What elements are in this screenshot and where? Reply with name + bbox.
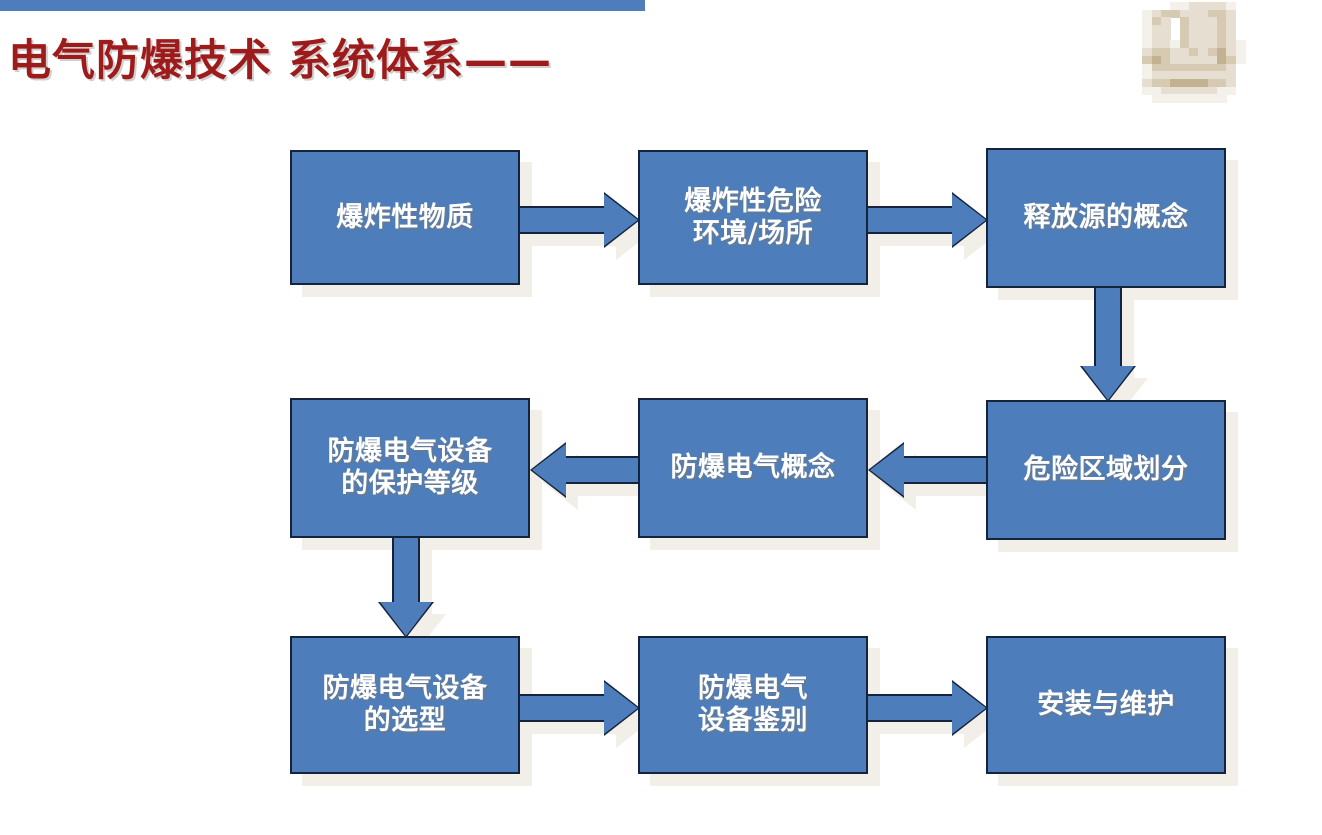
page-title: 电气防爆技术 系统体系—— (8, 36, 552, 86)
flow-node-n8[interactable]: 防爆电气 设备鉴别 (638, 636, 868, 774)
flow-node-n6[interactable]: 危险区域划分 (986, 400, 1226, 540)
arrow-n1-to-n2 (520, 192, 640, 248)
arrow-n6-to-n5 (868, 442, 988, 498)
arrow-n7-to-n8 (520, 680, 640, 736)
top-accent-bar (0, 0, 645, 11)
flow-node-n4[interactable]: 防爆电气设备 的保护等级 (290, 398, 530, 538)
flow-node-n2[interactable]: 爆炸性危险 环境/场所 (638, 150, 868, 285)
flow-node-n7[interactable]: 防爆电气设备 的选型 (290, 636, 520, 774)
arrow-n8-to-n9 (868, 680, 988, 736)
arrow-n2-to-n3 (868, 192, 988, 248)
arrow-n3-to-n6 (1080, 288, 1136, 402)
institution-logo-icon (1133, 2, 1246, 103)
arrow-n5-to-n4 (530, 442, 640, 498)
flow-node-n3[interactable]: 释放源的概念 (986, 148, 1226, 288)
flow-node-n9[interactable]: 安装与维护 (986, 636, 1226, 774)
flow-node-n5[interactable]: 防爆电气概念 (638, 398, 868, 538)
arrow-n4-to-n7 (378, 538, 434, 638)
flow-node-n1[interactable]: 爆炸性物质 (290, 150, 520, 285)
